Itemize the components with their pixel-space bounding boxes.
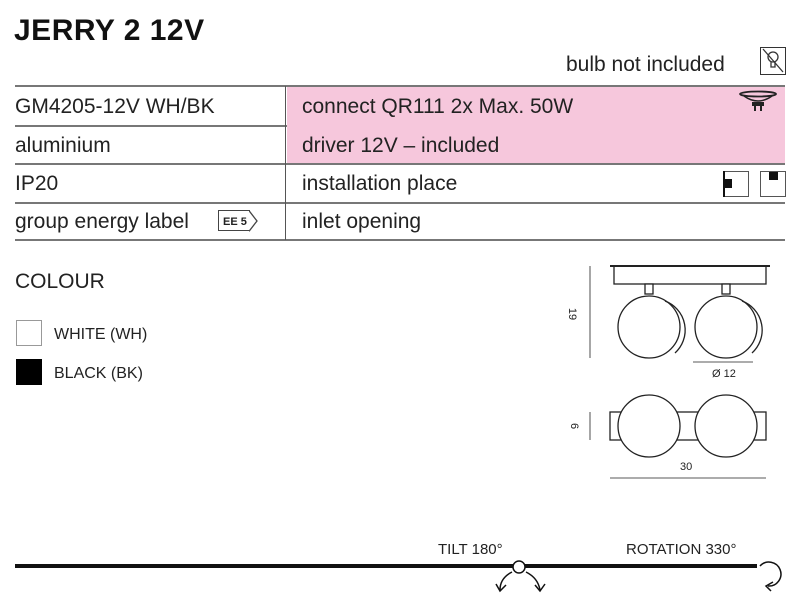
black-swatch[interactable] — [16, 359, 42, 385]
white-swatch[interactable] — [16, 320, 42, 346]
qr111-bulb-icon — [738, 90, 778, 119]
pivot-joint-icon — [512, 560, 526, 574]
dim-diameter: Ø 12 — [712, 368, 736, 380]
technical-drawing — [589, 265, 770, 479]
rotation-label: ROTATION 330° — [626, 541, 737, 558]
dim-depth: 6 — [568, 422, 581, 430]
black-label: BLACK (BK) — [54, 365, 143, 382]
spec-installation: installation place — [302, 172, 458, 195]
ceiling-installation-icon — [760, 171, 786, 197]
white-label: WHITE (WH) — [54, 326, 148, 343]
divider — [15, 163, 785, 165]
product-title: JERRY 2 12V — [14, 14, 205, 47]
dim-width: 30 — [680, 461, 693, 473]
rotation-arrow-icon — [759, 561, 782, 592]
adjustment-diagram — [15, 560, 782, 593]
spec-driver: driver 12V – included — [302, 134, 500, 157]
dim-height: 19 — [566, 307, 579, 321]
spec-material: aluminium — [15, 134, 111, 157]
energy-label-badge: EE 5 — [218, 209, 258, 232]
highlight-band — [287, 87, 785, 164]
divider — [15, 202, 785, 204]
energy-label-text: EE 5 — [223, 215, 247, 228]
tilt-arrows-icon — [495, 571, 546, 593]
divider — [15, 239, 785, 241]
tilt-label: TILT 180° — [438, 541, 503, 558]
spec-energy: group energy label — [15, 210, 189, 233]
no-bulb-icon — [760, 47, 786, 75]
spec-bulb: connect QR111 2x Max. 50W — [302, 95, 574, 118]
divider — [15, 85, 785, 87]
wall-installation-icon — [723, 171, 749, 197]
spec-inlet: inlet opening — [302, 210, 422, 233]
colour-heading: COLOUR — [15, 270, 105, 293]
column-divider — [285, 86, 286, 240]
spec-code: GM4205-12V WH/BK — [15, 95, 215, 118]
spec-ip: IP20 — [15, 172, 59, 195]
bulb-note: bulb not included — [566, 53, 725, 76]
divider — [15, 125, 287, 127]
